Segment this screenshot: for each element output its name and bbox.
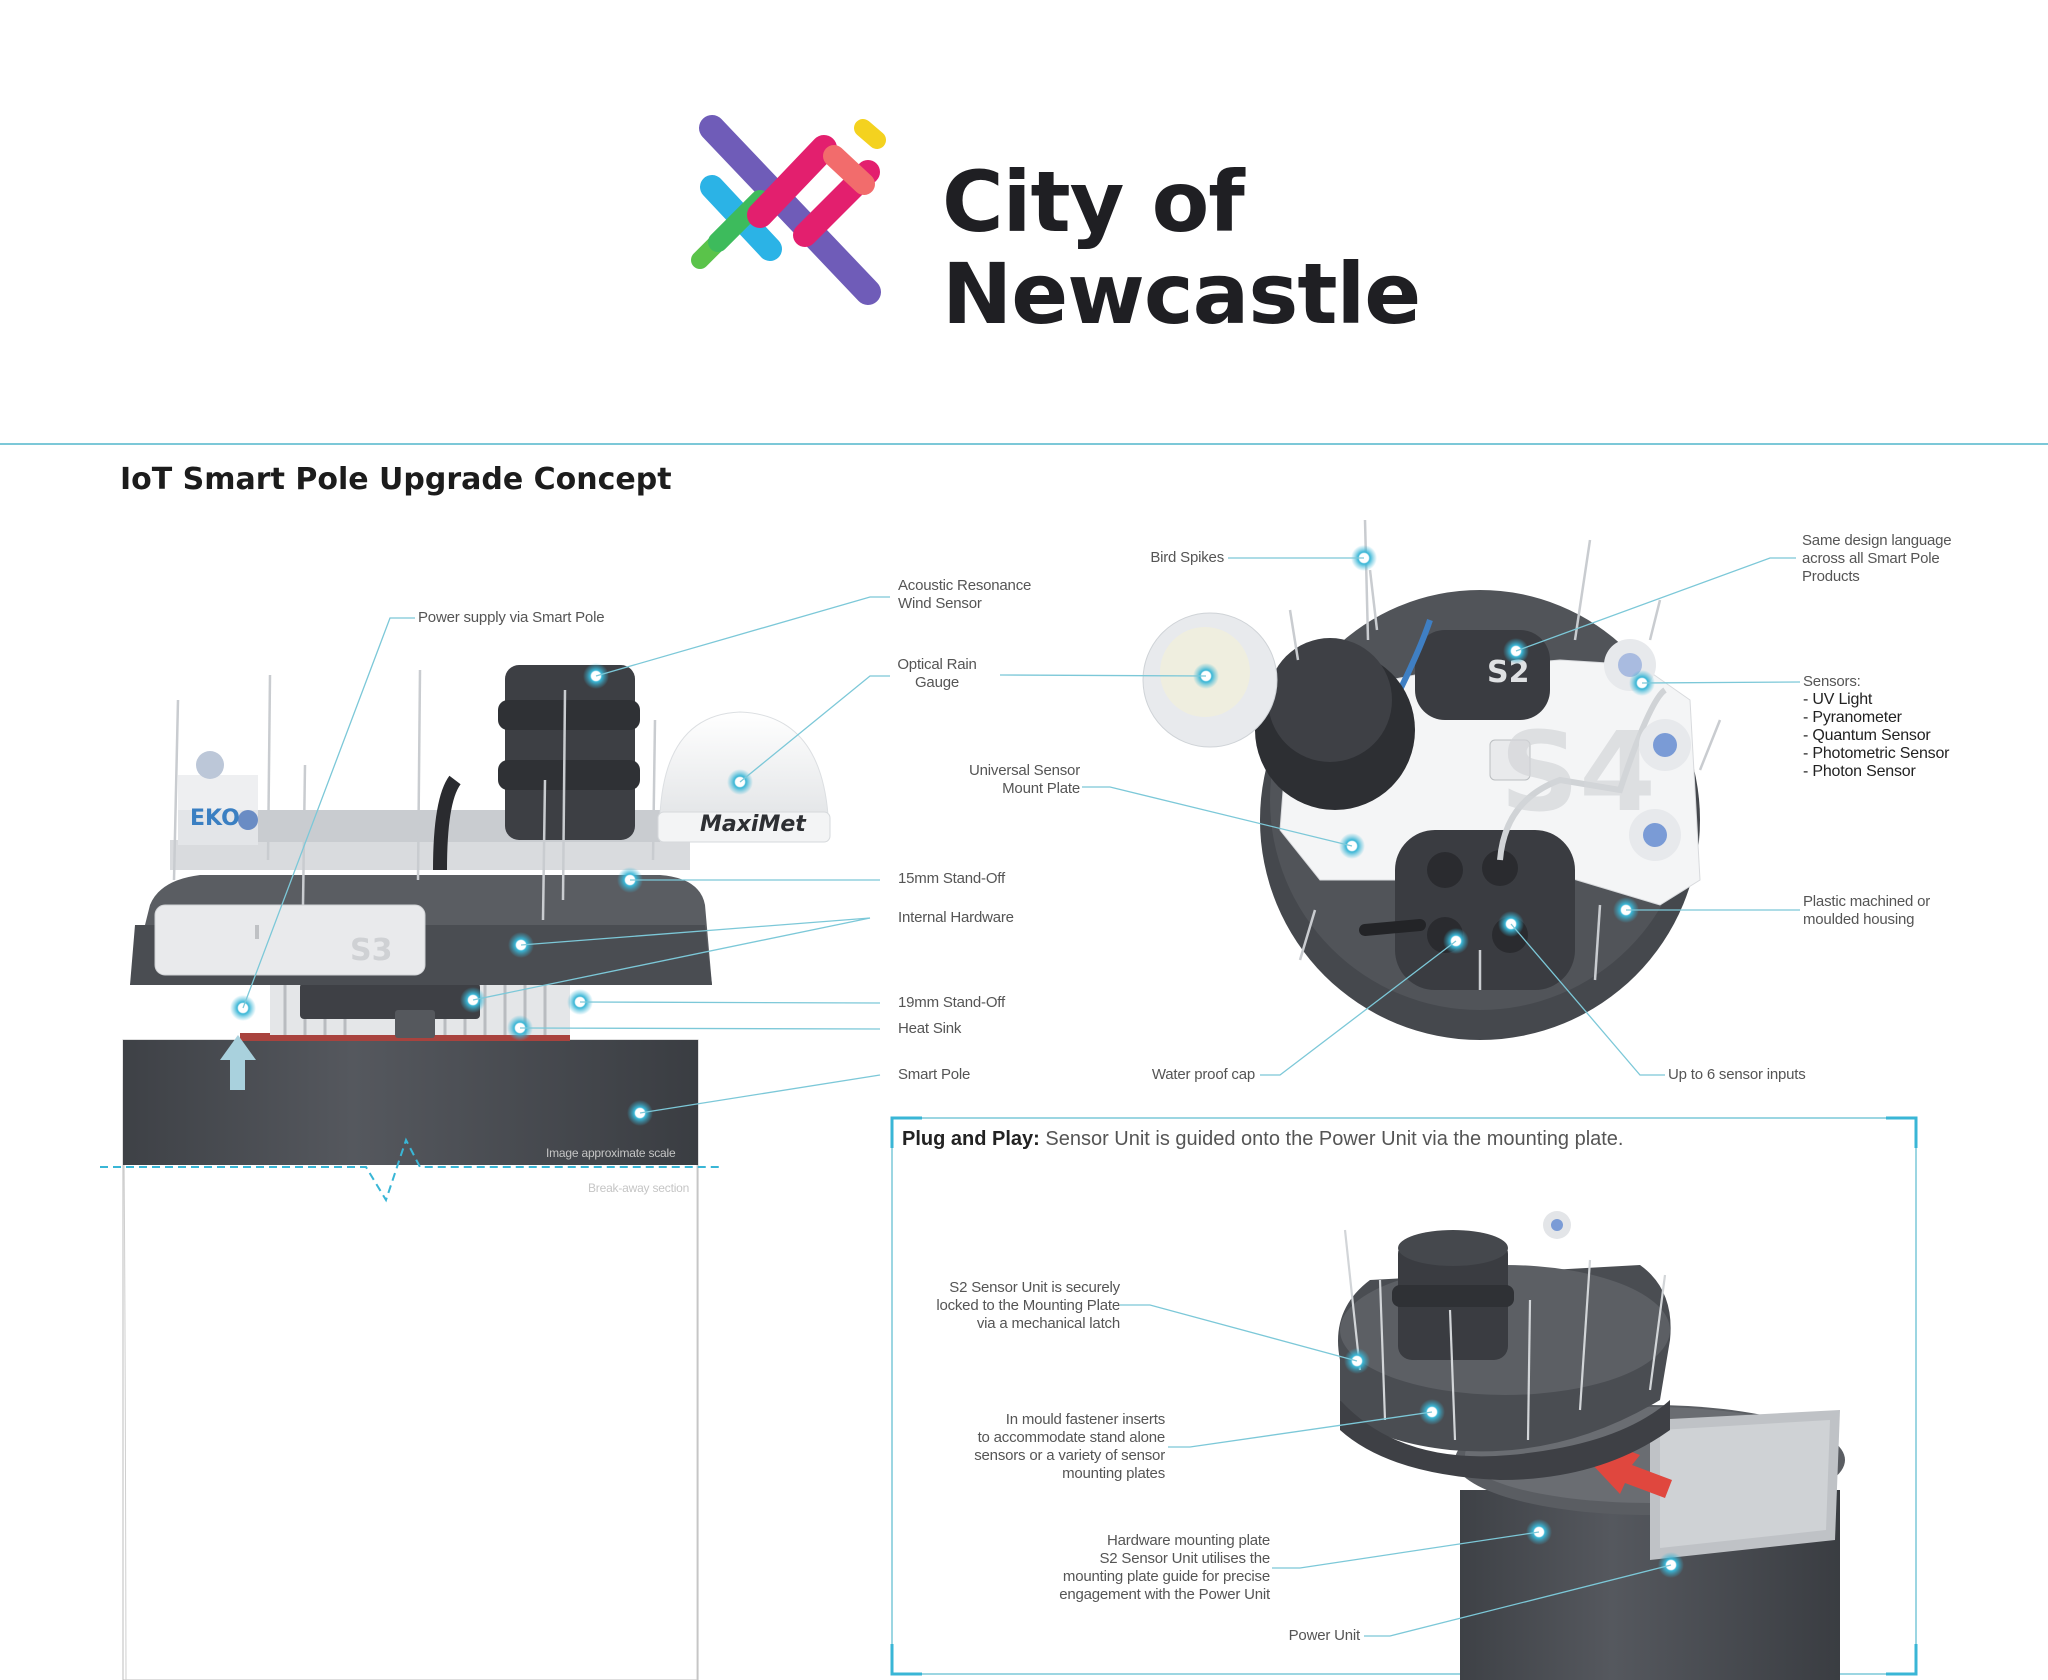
s3-badge-text: S3 [350,933,393,968]
plug-and-play-caption: Plug and Play: Sensor Unit is guided ont… [902,1128,1624,1151]
sensor-item: - Photon Sensor [1803,763,1916,780]
sensor-item: - Pyranometer [1803,709,1902,726]
label-plastic-housing: Plastic machined or moulded housing [1803,893,1931,928]
label-bird-spikes: Bird Spikes [1150,549,1224,566]
plug-and-play-heading: Plug and Play: [902,1128,1040,1150]
label-universal-sensor-mount-plate: Universal Sensor Mount Plate [968,762,1080,797]
s4-ghost-text: S4 [1500,720,1501,721]
label-19mm-standoff: 19mm Stand-Off [898,994,1005,1011]
s2-badge-text: S2 [1488,654,1489,655]
sensor-item: - UV Light [1803,691,1873,708]
label-same-design-language: Same design language across all Smart Po… [1802,532,1952,585]
logo-line-2: Newcastle [942,245,1421,343]
svg-text:S4: S4 [1500,708,1656,836]
sensor-item: - Quantum Sensor [1803,727,1931,744]
eko-brand-text: EKO [190,806,240,831]
sensors-list: - UV Light - Pyranometer - Quantum Senso… [1803,691,1949,781]
left-sensor-diagram [100,596,890,1680]
page-title: IoT Smart Pole Upgrade Concept [120,462,672,497]
label-15mm-standoff: 15mm Stand-Off [898,870,1005,887]
label-power-supply: Power supply via Smart Pole [418,609,605,626]
logo-wordmark: City of Newcastle [942,153,1421,343]
label-acoustic-wind-sensor: Acoustic Resonance Wind Sensor [898,577,1032,612]
label-hardware-mounting-plate: Hardware mounting plate S2 Sensor Unit u… [1059,1532,1270,1603]
label-optical-rain-gauge: Optical Rain Gauge [897,656,977,691]
maximet-brand-text: MaxiMet [700,812,806,837]
logo-line-1: City of [942,153,1245,251]
top-view-diagram: S4 S2 [999,519,1801,1076]
label-sensor-inputs: Up to 6 sensor inputs [1668,1066,1806,1083]
label-image-approximate-scale: Image approximate scale [546,1146,676,1160]
label-mechanical-latch: S2 Sensor Unit is securely locked to the… [936,1279,1120,1332]
label-power-unit: Power Unit [1288,1627,1361,1644]
label-break-away-section: Break-away section [588,1181,690,1195]
label-water-proof-cap: Water proof cap [1151,1066,1255,1083]
plug-and-play-text: Sensor Unit is guided onto the Power Uni… [1045,1128,1624,1150]
label-fastener-inserts: In mould fastener inserts to accommodate… [974,1411,1165,1482]
section-divider [0,443,2048,445]
plug-and-play-device [1120,1211,1845,1680]
label-sensors-title: Sensors: [1803,673,1861,690]
label-smart-pole: Smart Pole [898,1066,971,1083]
label-heat-sink: Heat Sink [898,1020,962,1037]
label-internal-hardware: Internal Hardware [898,909,1014,926]
sensor-item: - Photometric Sensor [1803,745,1950,762]
logo-mark [691,115,886,305]
